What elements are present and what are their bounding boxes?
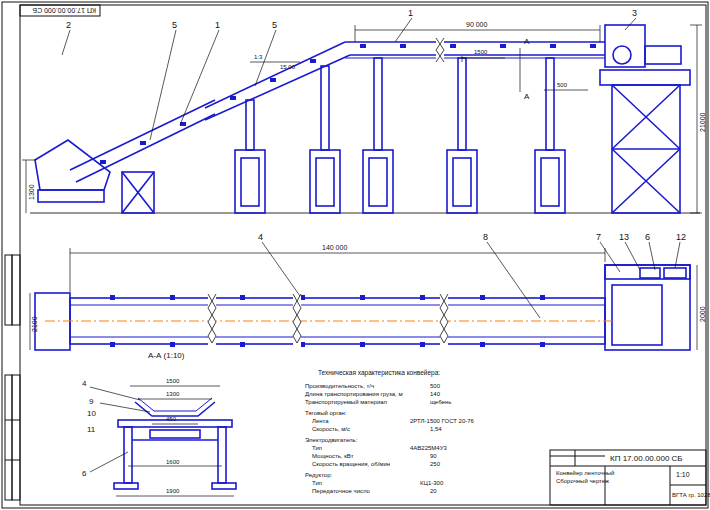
callout-number: 12 (676, 233, 686, 242)
drawing-label: 15.00 (280, 64, 295, 70)
drawing-label: 1:10 (676, 471, 690, 478)
callout-number: 5 (172, 21, 177, 30)
callout-number: 4 (258, 233, 263, 242)
drawing-label: 450 (166, 416, 176, 422)
drawing-label: КП 17.00.00.000 СБ (32, 7, 96, 14)
drawing-label: 2РТЛ-1500 ГОСТ 20-76 (410, 418, 474, 424)
drawing-label: Редуктор: (305, 472, 332, 478)
callout-number: 13 (619, 233, 629, 242)
drawing-label: А-А (1:10) (148, 352, 184, 360)
drawing-label: 500 (430, 383, 440, 389)
drawing-label: 250 (430, 461, 440, 467)
drawing-label: 4АВ225М4У3 (410, 445, 447, 451)
drawing-label: Лента (312, 418, 329, 424)
drawing-label: Производительность, т/ч (305, 383, 374, 389)
drawing-label: Длина транспортирования груза, м (305, 391, 403, 397)
drawing-label: 1,54 (430, 426, 442, 432)
callout-number: 20 (430, 488, 437, 494)
drawing-label: КЦ1-300 (420, 480, 443, 486)
callout-number: 9 (89, 398, 93, 406)
callout-number: 3 (632, 9, 637, 18)
drawing-label: Тяговый орган: (305, 410, 347, 416)
callout-number: 4 (82, 380, 86, 388)
callout-number: 6 (645, 233, 650, 242)
drawing-label: 1300 (28, 184, 35, 200)
callout-number: 7 (596, 233, 601, 242)
drawing-label: 21000 (699, 113, 706, 132)
drawing-label: 140 000 (322, 244, 347, 251)
callout-number: 5 (272, 21, 277, 30)
drawing-label: Скорость, м/с (312, 426, 350, 432)
drawing-label: 500 (557, 82, 567, 88)
drawing-label: Мощность, кВт (312, 453, 353, 459)
drawing-label: Электродвигатель: (305, 437, 357, 443)
drawing-label: Тип (312, 480, 322, 486)
drawing-label: 1500 (474, 49, 487, 55)
drawing-label: Транспортируемый материал (305, 399, 387, 405)
callout-number: 1 (215, 21, 220, 30)
drawing-label: Передаточное число (312, 488, 370, 494)
drawing-label: Тип (312, 445, 322, 451)
callout-number: 10 (87, 410, 96, 418)
drawing-label: щебень (430, 399, 451, 405)
drawing-label: КП 17.00.00.000 СБ (610, 455, 683, 463)
drawing-label: Техническая характеристика конвейера: (318, 370, 440, 377)
drawing-label: 140 (430, 391, 440, 397)
drawing-label: ВГТА гр. 10289 (672, 492, 710, 498)
drawing-label: 1900 (166, 488, 179, 494)
drawing-label: 2100 (31, 316, 38, 332)
drawing-label: 1500 (166, 378, 179, 384)
drawing-label: А (524, 38, 529, 46)
callout-number: 1 (408, 9, 413, 18)
drawing-label: А (524, 93, 529, 101)
drawing-label: 90 000 (466, 21, 487, 28)
drawing-label: 1300 (166, 391, 179, 397)
drawing-label: Скорость вращения, об/мин (312, 461, 390, 467)
drawing-label: 1:3 (254, 54, 262, 60)
callout-number: 90 (430, 453, 437, 459)
callout-number: 11 (87, 426, 95, 434)
drawing-label: Сборочный чертеж (556, 478, 609, 484)
callout-number: 8 (483, 233, 488, 242)
drawing-label: 1600 (166, 459, 179, 465)
drawing-label: Конвейер ленточный (556, 470, 614, 476)
callout-number: 6 (82, 470, 86, 478)
drawing-label: 2000 (699, 306, 706, 322)
callout-number: 2 (66, 21, 71, 30)
